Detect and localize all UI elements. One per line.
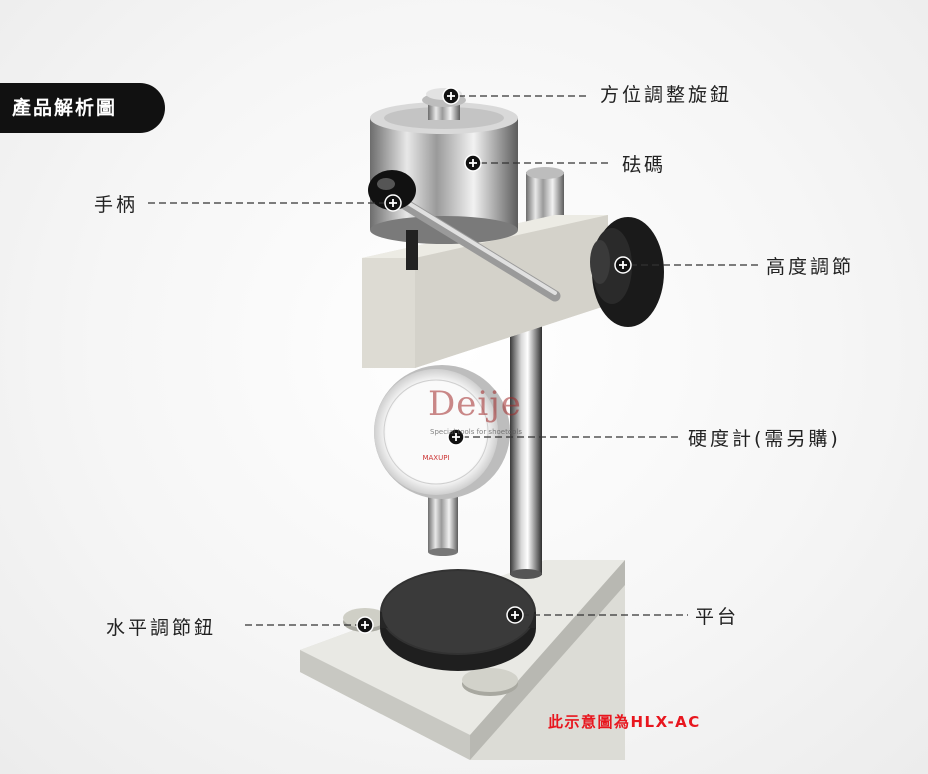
arm-block <box>362 215 608 368</box>
label-height-adjust: 高度調節 <box>766 256 855 278</box>
marker-weight <box>464 154 482 172</box>
label-weight: 砝碼 <box>622 154 667 176</box>
handle-lever <box>368 170 561 302</box>
watermark-tagline: Special tools for shoetools <box>430 428 522 436</box>
marker-azimuth-knob <box>442 87 460 105</box>
label-durometer: 硬度計(需另購) <box>688 428 841 450</box>
marker-leveling-knob <box>356 616 374 634</box>
label-platform: 平台 <box>695 606 740 628</box>
marker-height-adjust <box>614 256 632 274</box>
marker-platform <box>506 606 524 624</box>
label-azimuth-knob: 方位調整旋鈕 <box>600 84 733 106</box>
section-tag: 產品解析圖 <box>0 83 165 133</box>
model-note: 此示意圖為HLX-AC <box>548 713 701 731</box>
watermark-brand: Deije <box>428 384 522 424</box>
gauge-brand: MAXUPI <box>422 454 449 462</box>
set-screw <box>406 230 418 270</box>
label-handle: 手柄 <box>94 194 139 216</box>
platform-disc <box>380 569 536 671</box>
marker-handle <box>384 194 402 212</box>
marker-durometer <box>447 428 465 446</box>
label-leveling-knob: 水平調節鈕 <box>106 617 217 639</box>
leader-lines <box>148 95 760 626</box>
weight-cylinder <box>370 88 518 244</box>
callout-markers <box>356 87 632 634</box>
durometer-gauge: MAXUPI <box>374 365 510 556</box>
